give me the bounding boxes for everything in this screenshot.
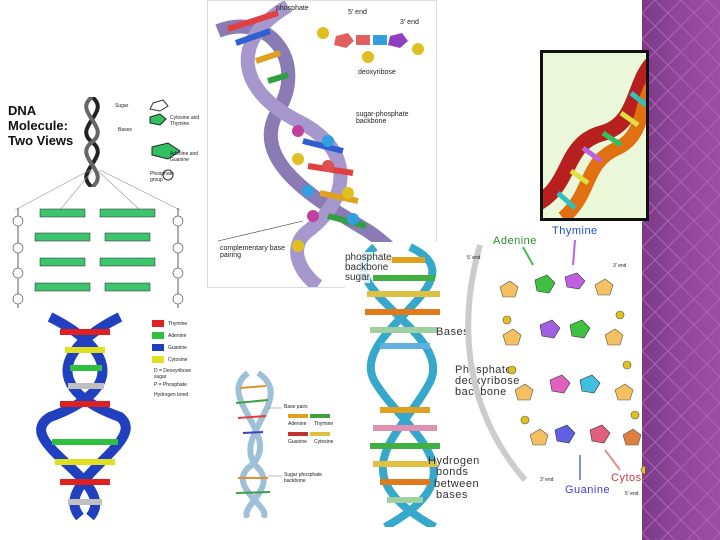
diamond-pattern [642, 0, 720, 540]
legend-guanine: Guanine [168, 345, 187, 351]
label-3-end-bottom: 3' end [540, 477, 554, 483]
label-cytosine: Cytosine [611, 472, 645, 484]
panel-legend-ladder: Thymine Adenine Guanine Cytosine D = Deo… [30, 312, 210, 522]
twisted-ribbon-helix [215, 1, 429, 287]
label-sugar-phosphate-backbone: Sugar phosphate backbone [284, 472, 323, 484]
label-thymine: Thymine [552, 225, 598, 237]
label-guanine: Guanine [565, 484, 611, 496]
label-base-pairs: Base pairs [284, 404, 308, 410]
ladder-helix-image [36, 312, 131, 521]
label-phosphate-3: backbone [455, 386, 507, 398]
panel-big-helix: phosphate backbone sugar [345, 242, 475, 527]
legend-sugar: Sugar [115, 103, 129, 109]
label-phosphate-backbone-1: phosphate [345, 252, 392, 263]
purple-side-band [642, 0, 720, 540]
label-3-end-top: 3' end [613, 263, 627, 269]
label-thymine: Thymine [314, 421, 334, 427]
legend-cytosine: Cytosine [168, 357, 188, 363]
legend-adenine: Adenine [168, 333, 187, 339]
clipart-helix-image [543, 58, 646, 218]
label-5-end-top: 5' end [467, 255, 481, 261]
panel-chemical-structure: Adenine Thymine 5' end 3' end 3' end Gua… [455, 225, 645, 500]
ladder-structure [12, 208, 184, 308]
label-bases: Bases [436, 326, 470, 338]
label-hbonds-2: bonds [436, 466, 469, 478]
label-phosphate-backbone-2: backbone [345, 262, 389, 273]
label-adenine: Adenine [288, 421, 307, 427]
funnel-lines [14, 170, 181, 210]
legend-phosphate-group: Phosphate group [150, 171, 174, 183]
label-hbonds-4: bases [436, 489, 468, 501]
label-hbonds-1: Hydrogen [428, 455, 480, 467]
legend-phosphate-p: P = Phosphate [154, 382, 187, 388]
label-hbonds-3: between [434, 478, 480, 490]
label-cytosine: Cytosine [314, 439, 334, 445]
legend-cytosine-thymine: Cytosine and Thymine [170, 115, 200, 127]
small-helix-icon [84, 97, 100, 187]
label-sugar: sugar [345, 272, 371, 283]
legend-shapes [149, 99, 181, 181]
label-5-end-bottom: 5' end [625, 491, 639, 497]
legend-thymine: Thymine [168, 321, 188, 327]
panel-small-helix: Base pairs Adenine Thymine Guanine Cytos… [218, 368, 343, 518]
small-striped-helix [235, 370, 330, 518]
label-3-end: 3' end [400, 19, 419, 26]
label-sugar-phosphate-backbone: sugar-phosphate backbone [356, 111, 409, 125]
label-adenine: Adenine [493, 235, 537, 247]
label-5-end: 5' end [348, 9, 367, 16]
label-guanine: Guanine [288, 439, 307, 445]
panel-sugar-phosphate-backbone: phosphate 5' end 3' end deoxyribose suga… [207, 0, 437, 288]
chemical-structure-image [465, 239, 645, 482]
legend-color-swatches [152, 320, 164, 363]
panel-title: DNA Molecule: Two Views [8, 103, 74, 148]
label-phosphate: phosphate [276, 5, 309, 12]
legend-hydrogen-bond: Hydrogen bond [154, 392, 189, 398]
panel-dna-two-views: DNA Molecule: Two Views Sugar Cytosine a… [0, 95, 200, 310]
panel-clipart-helix [540, 50, 649, 221]
legend-bases: Bases [118, 127, 132, 133]
legend-adenine-guanine: Adenine and Guanine [170, 151, 199, 163]
label-complementary-base-pairing: complementary base pairing [220, 245, 285, 259]
legend-deoxyribose-sugar: D = Deoxyribose sugar [154, 368, 192, 380]
big-helix-image [359, 243, 440, 527]
label-deoxyribose: deoxyribose [358, 69, 396, 76]
